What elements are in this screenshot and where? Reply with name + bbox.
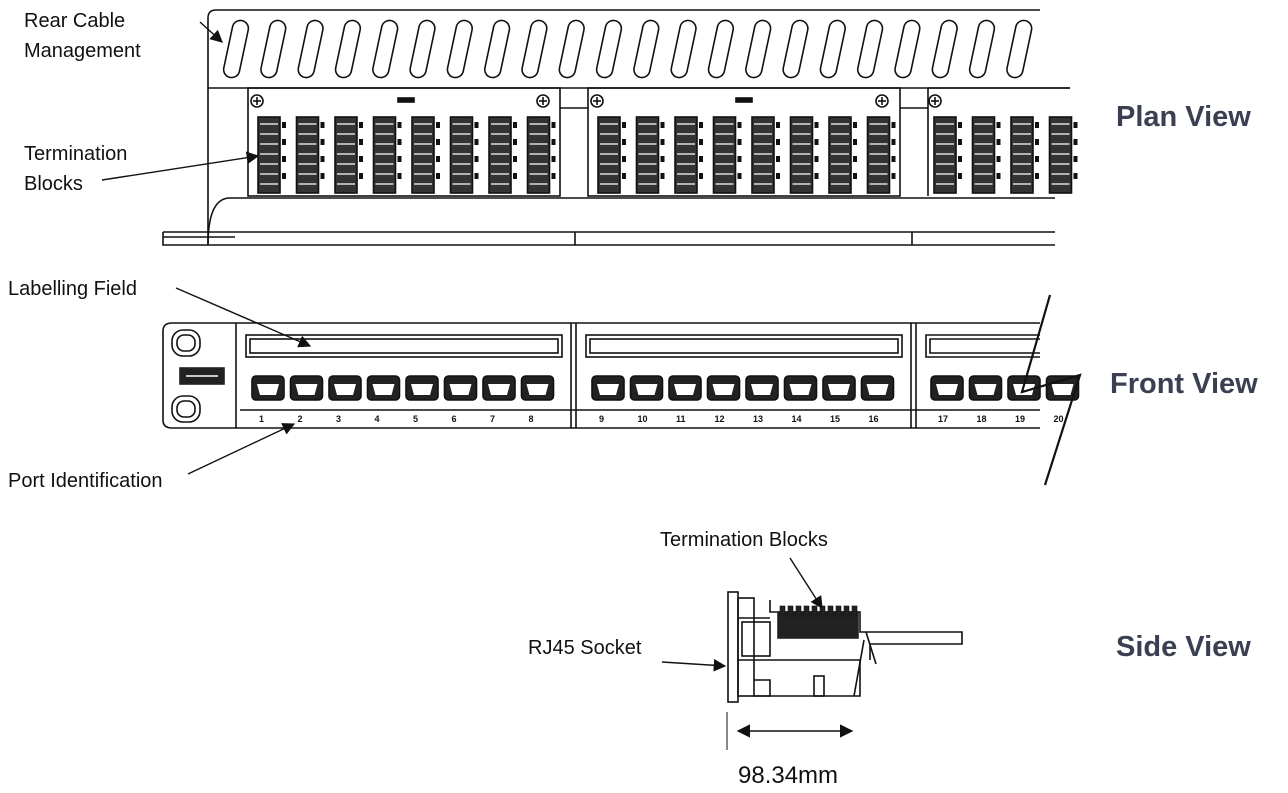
side-termination-teeth: [779, 605, 858, 617]
termination-tooth: [835, 605, 842, 617]
leader-lines: [101, 21, 823, 672]
plan-termination-blocks: [257, 116, 1078, 194]
cable-slot: [856, 19, 884, 79]
cable-slot: [595, 19, 623, 79]
termination-block: [751, 116, 775, 194]
rj45-socket-label: RJ45 Socket: [528, 637, 642, 659]
labelling-field-label: Labelling Field: [8, 278, 137, 300]
port-number: 8: [529, 414, 534, 424]
termination-block: [971, 116, 996, 194]
side-view-drawing: [726, 591, 963, 750]
cable-slot: [372, 19, 399, 79]
termination-tooth: [843, 605, 850, 617]
cable-slot: [894, 19, 921, 79]
port-number: 15: [830, 414, 840, 424]
port-number: 13: [753, 414, 763, 424]
cable-slot: [483, 19, 511, 79]
termination-block: [597, 116, 621, 194]
termination-block: [295, 116, 320, 194]
port-number: 10: [638, 414, 648, 424]
termination-block: [635, 116, 660, 194]
rear-cable-label-line1: Rear Cable: [24, 10, 126, 32]
cable-slot: [446, 19, 473, 79]
rear-cable-label-line2: Management: [24, 40, 141, 62]
termination-block: [933, 116, 957, 194]
depth-dimension: 98.34mm: [738, 762, 839, 789]
rear-cable-slots: [222, 19, 1033, 79]
front-view-title: Front View: [1110, 368, 1258, 400]
termination-block: [1010, 116, 1034, 194]
cable-slot: [931, 19, 958, 79]
cable-slot: [968, 19, 996, 79]
cable-slot: [782, 19, 809, 79]
port-number: 1: [259, 414, 264, 424]
port-number: 9: [599, 414, 604, 424]
cable-slot: [745, 19, 772, 79]
port-number: 14: [792, 414, 802, 424]
termination-label-line1: Termination: [24, 143, 128, 165]
port-number: 2: [298, 414, 303, 424]
termination-tooth: [779, 605, 786, 617]
cable-slot: [222, 19, 250, 79]
port-number: 20: [1054, 414, 1064, 424]
port-number: 4: [375, 414, 380, 424]
termination-block: [828, 116, 852, 194]
port-number: 3: [336, 414, 341, 424]
cable-slot: [297, 19, 324, 79]
port-number: 19: [1015, 414, 1025, 424]
termination-block: [411, 116, 435, 194]
termination-block: [449, 116, 474, 194]
cable-slot: [260, 19, 287, 79]
termination-block: [789, 116, 814, 194]
termination-tooth: [787, 605, 794, 617]
cable-slot: [1006, 19, 1033, 79]
cable-slot: [819, 19, 846, 79]
port-number: 6: [452, 414, 457, 424]
port-number: 12: [715, 414, 725, 424]
cable-slot: [521, 19, 548, 79]
cable-slot: [409, 19, 436, 79]
termination-tooth: [795, 605, 802, 617]
termination-block: [488, 116, 512, 194]
termination-block: [526, 116, 551, 194]
side-view-title: Side View: [1116, 631, 1251, 663]
port-number: 16: [869, 414, 879, 424]
termination-tooth: [811, 605, 818, 617]
cable-slot: [633, 19, 660, 79]
port-number: 5: [413, 414, 418, 424]
port-number: 11: [676, 414, 686, 424]
termination-tooth: [827, 605, 834, 617]
port-number: 18: [977, 414, 987, 424]
plan-view-drawing: [162, 9, 1078, 246]
termination-blocks-label: Termination Blocks: [660, 529, 828, 551]
termination-label-line2: Blocks: [24, 173, 83, 195]
cable-slot: [707, 19, 735, 79]
cable-slot: [670, 19, 697, 79]
cable-slot: [558, 19, 585, 79]
termination-block: [372, 116, 397, 194]
termination-block: [674, 116, 698, 194]
termination-tooth: [851, 605, 858, 617]
front-rj45-ports: [251, 375, 1080, 401]
termination-block: [1048, 116, 1073, 194]
termination-block: [712, 116, 737, 194]
cable-slot: [334, 19, 362, 79]
port-number: 7: [490, 414, 495, 424]
port-identification-label: Port Identification: [8, 470, 163, 492]
termination-block: [334, 116, 358, 194]
termination-block: [257, 116, 281, 194]
termination-block: [866, 116, 891, 194]
port-number: 17: [938, 414, 948, 424]
plan-view-title: Plan View: [1116, 101, 1251, 133]
termination-tooth: [803, 605, 810, 617]
